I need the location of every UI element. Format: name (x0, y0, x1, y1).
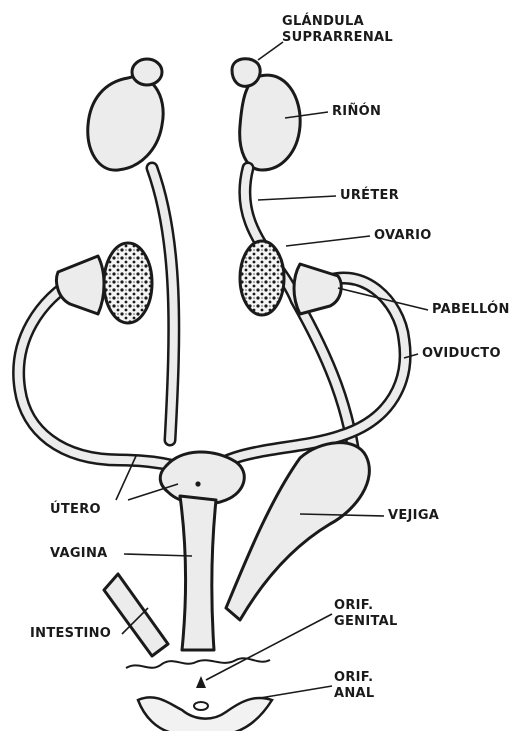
intestine (104, 574, 168, 656)
right-adrenal-gland (232, 59, 260, 87)
label-intestino: INTESTINO (30, 626, 111, 642)
right-kidney (240, 75, 300, 170)
label-ovario: OVARIO (374, 228, 432, 244)
label-pabellon: PABELLÓN (432, 302, 510, 318)
left-adrenal-gland (132, 59, 162, 85)
right-ureter (245, 168, 356, 470)
vagina (180, 496, 216, 650)
right-ovary (240, 241, 284, 315)
label-utero: ÚTERO (50, 502, 101, 518)
label-ureter: URÉTER (340, 188, 399, 204)
label-oviducto: OVIDUCTO (422, 346, 501, 362)
label-orif-anal: ORIF. ANAL (334, 670, 375, 702)
left-funnel (57, 256, 105, 314)
uterus (160, 452, 244, 504)
label-vagina: VAGINA (50, 546, 108, 562)
genital-region (126, 658, 270, 668)
label-orif-genital: ORIF. GENITAL (334, 598, 398, 630)
right-funnel (294, 264, 341, 314)
label-vejiga: VEJIGA (388, 508, 439, 524)
label-rinon: RIÑÓN (332, 104, 381, 120)
genital-orifice (196, 676, 206, 688)
anal-orifice (194, 702, 208, 710)
left-kidney (88, 76, 163, 170)
bladder (226, 443, 369, 620)
label-glandula-suprarrenal: GLÁNDULA SUPRARRENAL (282, 14, 393, 46)
left-ovary (104, 243, 152, 323)
